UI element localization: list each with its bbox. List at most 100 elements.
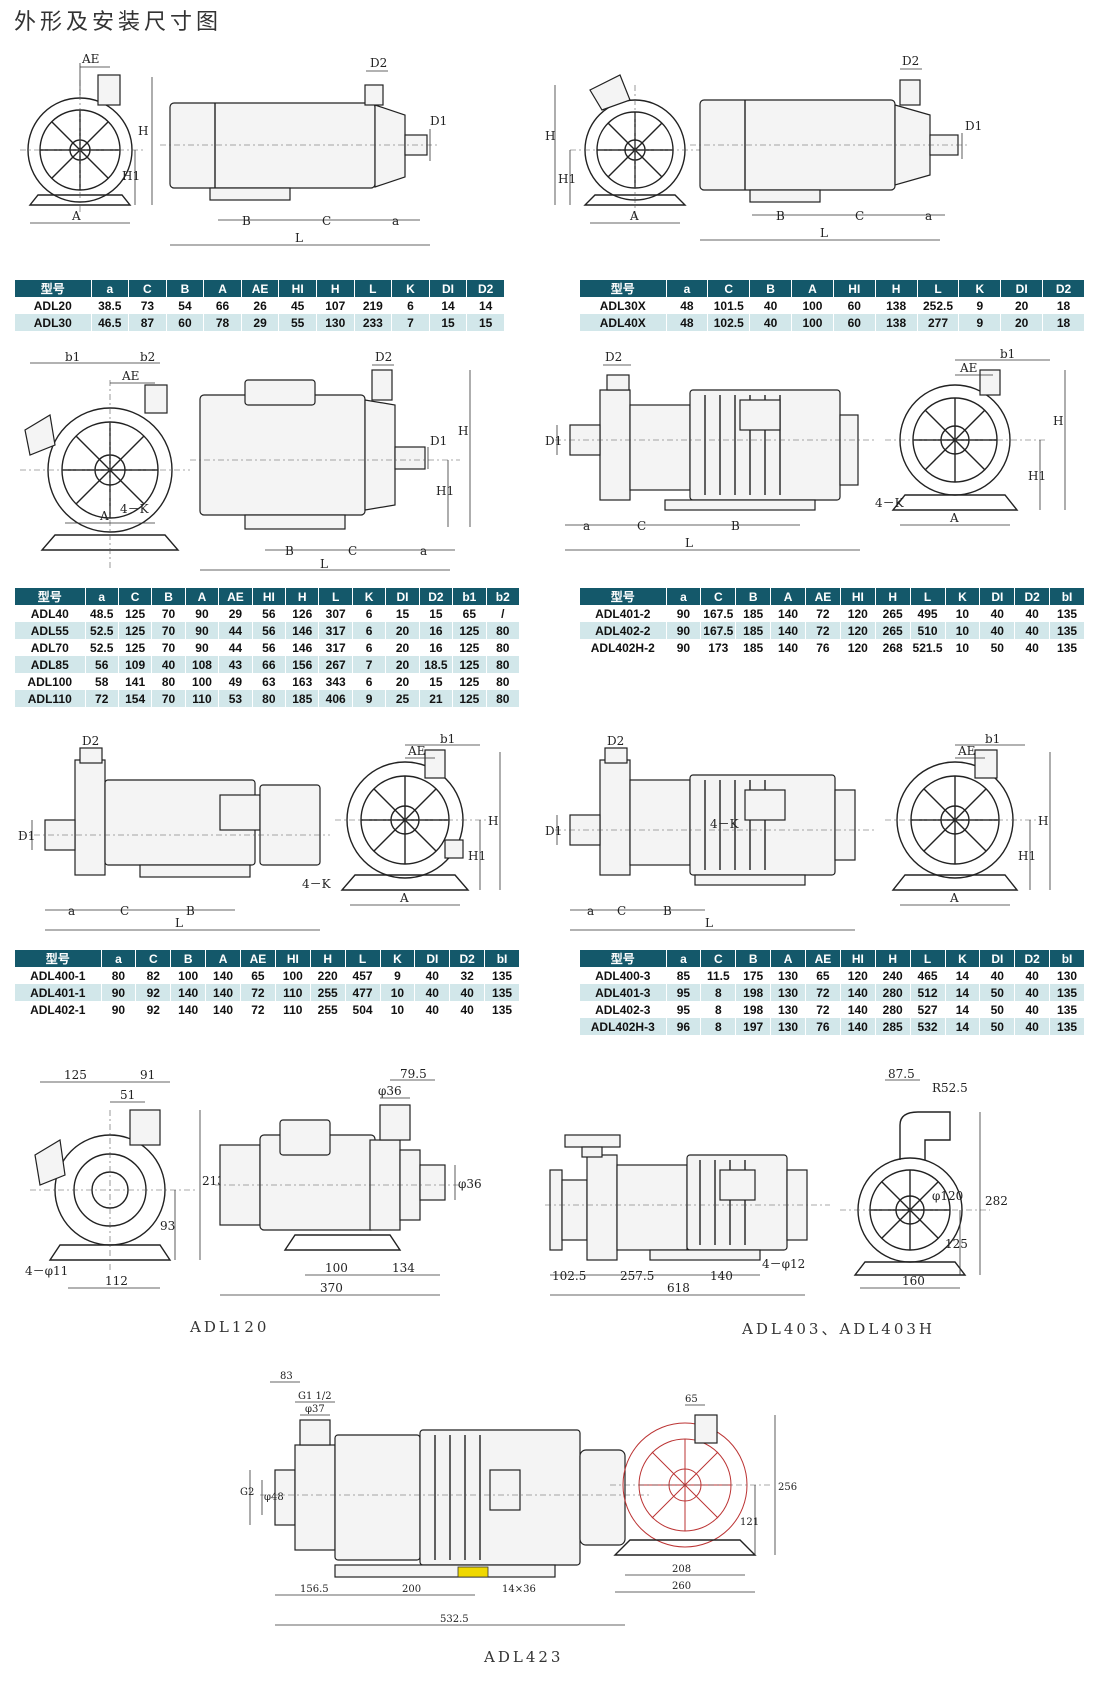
table-cell: ADL402-1 (15, 1001, 102, 1018)
column-header: AE (218, 588, 253, 605)
dim-a-front: A (629, 209, 639, 223)
table-cell: 140 (170, 1001, 207, 1018)
table-cell: 72 (240, 984, 276, 1001)
dim-83: 83 (280, 1371, 293, 1382)
dim-121: 121 (740, 1517, 759, 1528)
dim-h1: H1 (122, 169, 140, 183)
dim-134: 134 (392, 1261, 415, 1275)
table-cell: 38.5 (91, 297, 130, 314)
table-cell: 70 (151, 639, 186, 656)
dim-a-front: A (99, 509, 109, 523)
table-cell: 185 (735, 605, 772, 622)
table-cell: 125 (452, 622, 487, 639)
table-cell: 80 (486, 639, 521, 656)
table-cell: 110 (275, 1001, 311, 1018)
table-cell: 14 (945, 984, 981, 1001)
table-cell: 80 (486, 622, 521, 639)
dim-ae: AE (959, 361, 977, 375)
table-cell: 197 (735, 1018, 772, 1035)
dim-532-5: 532.5 (440, 1614, 469, 1625)
table-cell: 48 (666, 297, 709, 314)
table-cell: 73 (128, 297, 167, 314)
table-cell: 135 (484, 967, 520, 984)
dim-a-front: A (949, 511, 959, 525)
column-header: 型号 (580, 588, 667, 605)
table-cell: 8 (700, 1018, 737, 1035)
table-cell: 46.5 (91, 314, 130, 331)
table-cell: 40 (979, 605, 1016, 622)
dim-d1: D1 (965, 119, 982, 133)
table-cell: 100 (275, 967, 311, 984)
table-cell: 146 (285, 639, 320, 656)
table-cell: 40 (414, 984, 451, 1001)
table-cell: 15 (419, 605, 454, 622)
table-cell: 21 (419, 690, 454, 707)
table-cell: 95 (666, 984, 702, 1001)
column-header: D2 (419, 588, 454, 605)
table-cell: 65 (240, 967, 276, 984)
dim-l: L (295, 231, 303, 245)
table-cell: 102.5 (707, 314, 751, 331)
column-header: bI (484, 950, 520, 967)
table-cell: 14 (429, 297, 468, 314)
table-cell: ADL70 (15, 639, 86, 656)
table-cell: 140 (770, 622, 806, 639)
table-cell: 87 (128, 314, 167, 331)
table-cell: 40 (1014, 605, 1051, 622)
page-title: 外形及安装尺寸图 (14, 10, 223, 35)
dim-282: 282 (985, 1194, 1008, 1208)
dim-a-front: A (399, 891, 409, 905)
table-cell: 20 (385, 656, 420, 673)
dim-213: 213 (202, 1174, 225, 1188)
table-cell: 40 (979, 622, 1016, 639)
table-cell: 141 (118, 673, 153, 690)
dim-ae: AE (81, 52, 99, 66)
table-cell: 135 (484, 984, 520, 1001)
table-cell: 130 (770, 1018, 806, 1035)
table-cell: 90 (666, 639, 702, 656)
table-cell: 108 (185, 656, 220, 673)
table-cell: 146 (285, 622, 320, 639)
table-cell: 29 (241, 314, 280, 331)
table-cell: 15 (385, 605, 420, 622)
table-cell: 140 (770, 605, 806, 622)
table-cell: 14 (466, 297, 505, 314)
table-cell: 317 (318, 622, 353, 639)
table-cell: 154 (118, 690, 153, 707)
dim-d1: D1 (430, 114, 447, 128)
table-cell: 477 (345, 984, 381, 1001)
drawing-adl40-110: b1 b2 AE 4－K A D2 D1 H1 H B C a L (10, 350, 510, 580)
column-header: K (945, 588, 981, 605)
dim-b1: b1 (65, 350, 80, 364)
column-header: K (380, 950, 416, 967)
table-cell: 53 (218, 690, 253, 707)
table-cell: 50 (979, 1001, 1016, 1018)
table-cell: 20 (1000, 314, 1044, 331)
column-header: AE (241, 280, 280, 297)
dim-a: a (925, 209, 932, 223)
column-header: H (310, 950, 346, 967)
table-cell: 16 (419, 622, 454, 639)
column-header: C (118, 588, 153, 605)
table-cell: ADL400-1 (15, 967, 102, 984)
table-cell: 15 (419, 673, 454, 690)
column-header: A (205, 950, 241, 967)
column-header: K (958, 280, 1002, 297)
table-cell: 85 (666, 967, 702, 984)
table-cell: 6 (352, 605, 387, 622)
table-cell: 173 (700, 639, 737, 656)
table-cell: 56 (252, 639, 287, 656)
table-cell: / (486, 605, 521, 622)
table-cell: 20 (385, 639, 420, 656)
table-cell: 343 (318, 673, 353, 690)
drawing-adl20-30: AE H H1 A D2 D1 B C a L (10, 52, 480, 255)
dim-l: L (685, 536, 693, 550)
table-cell: 60 (833, 314, 876, 331)
dim-h1: H1 (436, 484, 454, 498)
table-cell: 56 (85, 656, 119, 673)
table-cell: 26 (241, 297, 280, 314)
